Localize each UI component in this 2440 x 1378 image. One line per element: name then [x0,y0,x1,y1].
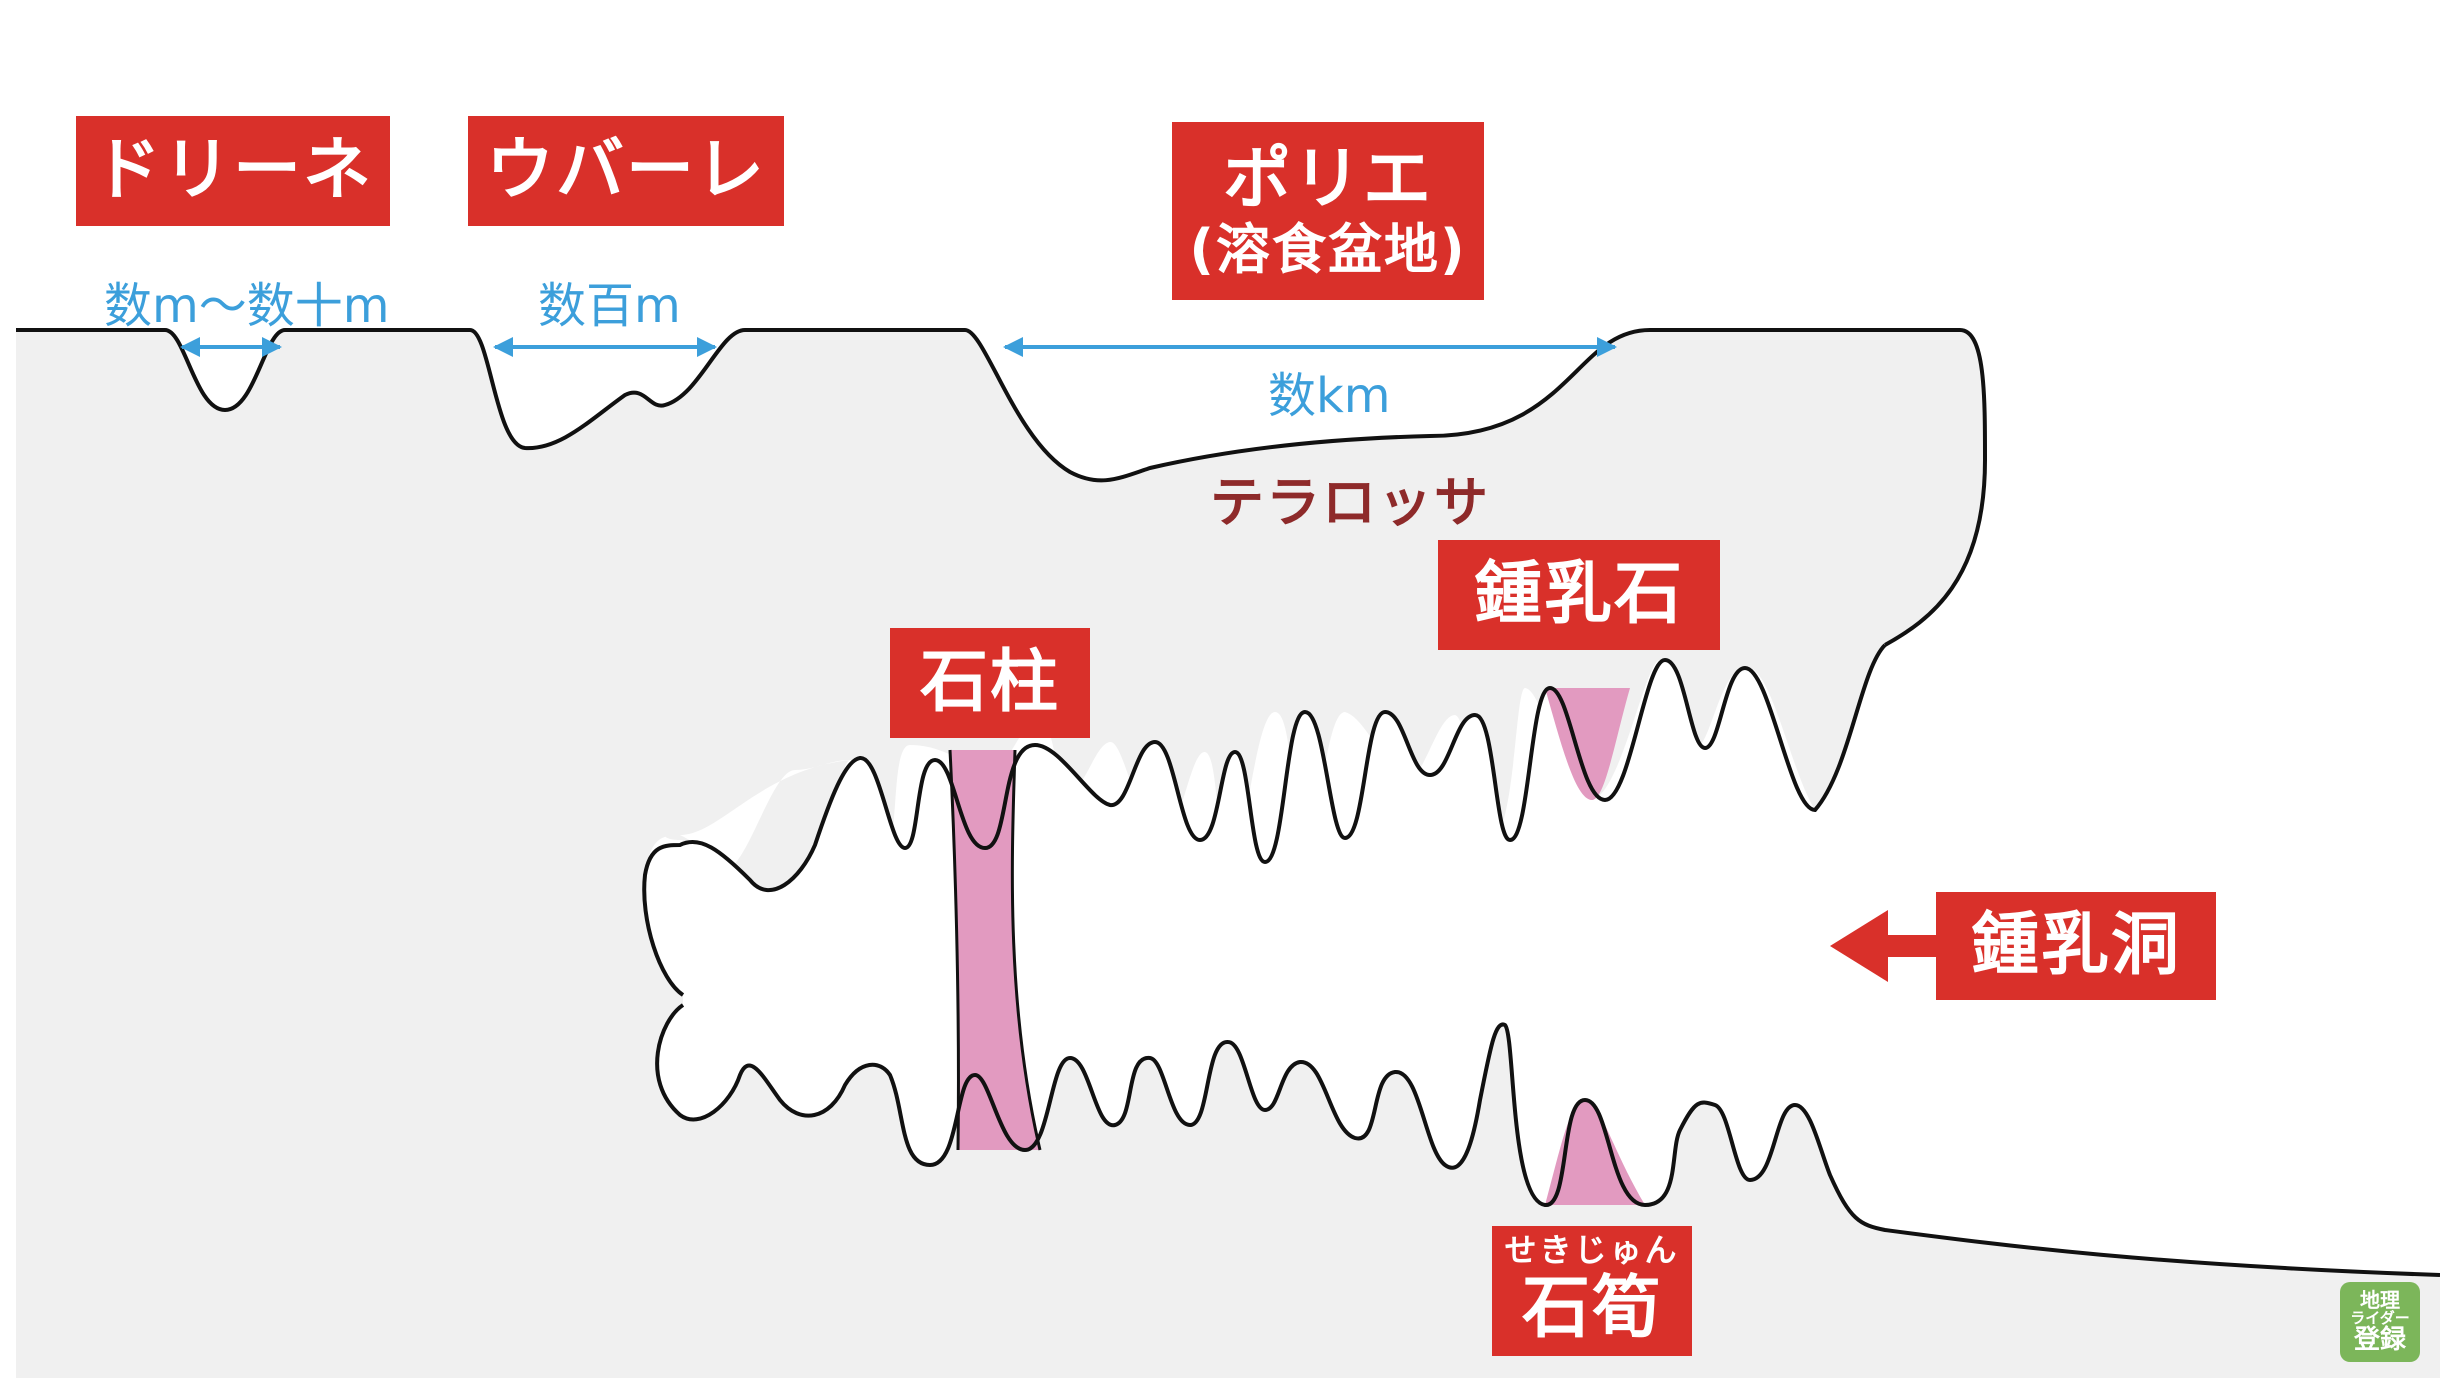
column-right-edge [1010,749,1042,1151]
label-uvala: ウバーレ [468,116,784,226]
cave-void [644,645,2440,1275]
sky-right [1885,330,2440,645]
terra-rossa-text: テラロッサ [1210,471,1490,534]
uvala-size-text: 数百m [538,278,681,334]
label-stalactite: 鍾乳石 [1438,540,1720,650]
label-polje-subtext: (溶食盆地) [1189,218,1467,282]
label-column: 石柱 [890,628,1090,738]
badge-line2: ライダー [2350,1308,2410,1327]
label-stalagmite-ruby: せきじゅん [1504,1230,1680,1269]
label-doline: ドリーネ [76,116,390,226]
label-uvala-text: ウバーレ [485,130,766,210]
column-formation [950,750,1040,1150]
label-column-text: 石柱 [919,642,1060,722]
label-stalagmite-text: 石筍 [1521,1268,1662,1348]
label-stalactite-text: 鍾乳石 [1473,554,1684,634]
cave-arrow-shaft [1880,935,1940,957]
label-doline-text: ドリーネ [92,130,373,210]
badge-line1: 地理 [2360,1287,2400,1312]
label-cave-text: 鍾乳洞 [1970,905,2181,985]
subscribe-badge[interactable]: 地理 ライダー 登録 [2340,1282,2420,1362]
label-cave: 鍾乳洞 [1936,892,2216,1000]
column-left-edge [948,749,960,1151]
label-stalagmite: せきじゅん 石筍 [1492,1226,1692,1356]
cave-arrow-head [1830,910,1888,982]
cave-floor-outline [655,1003,2440,1277]
cave-ceiling-outline [642,643,1887,997]
label-polje: ポリエ (溶食盆地) [1172,122,1484,300]
doline-size-text: 数m〜数十m [104,278,390,334]
badge-line3: 登録 [2353,1324,2406,1355]
surface-outline [16,328,1988,647]
label-polje-text: ポリエ [1222,139,1433,219]
polje-size-text: 数km [1268,368,1391,424]
